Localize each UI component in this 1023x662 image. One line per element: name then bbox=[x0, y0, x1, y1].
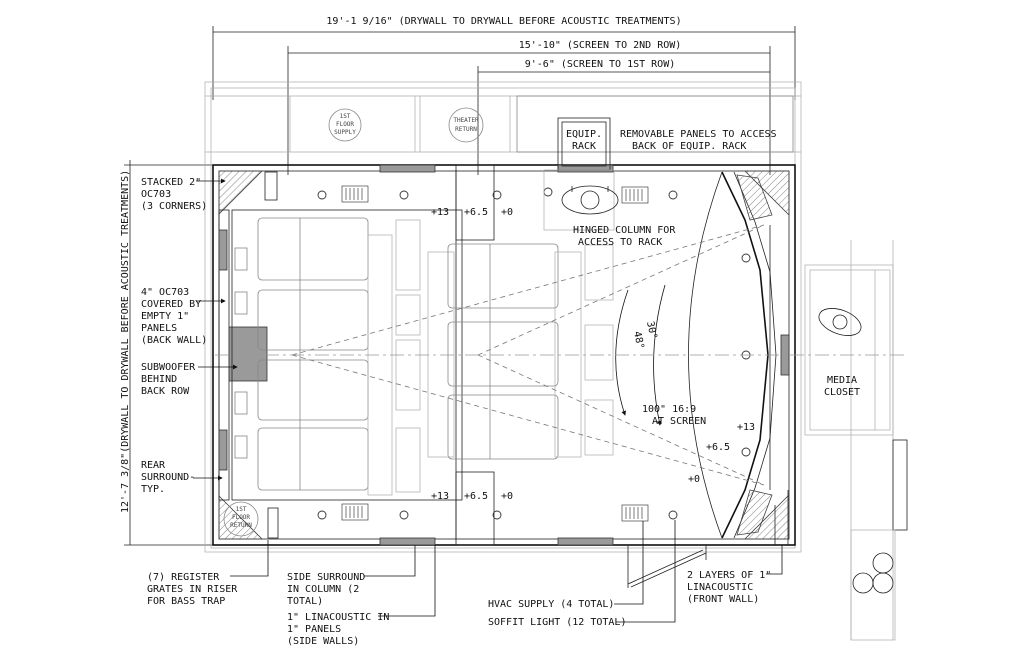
svg-text:COVERED BY: COVERED BY bbox=[141, 299, 201, 310]
svg-text:FOR BASS TRAP: FOR BASS TRAP bbox=[147, 596, 225, 607]
svg-text:SOFFIT LIGHT (12 TOTAL): SOFFIT LIGHT (12 TOTAL) bbox=[488, 617, 626, 628]
svg-text:(FRONT WALL): (FRONT WALL) bbox=[687, 594, 759, 605]
elev-plus13-bottom: +13 bbox=[431, 491, 449, 502]
dimension-second-row-label: 15'-10" (SCREEN TO 2ND ROW) bbox=[519, 40, 682, 51]
svg-text:(3 CORNERS): (3 CORNERS) bbox=[141, 201, 207, 212]
svg-text:1" PANELS: 1" PANELS bbox=[287, 624, 341, 635]
svg-text:1ST: 1ST bbox=[236, 506, 247, 513]
back-row-seats bbox=[234, 217, 421, 496]
elev-zero-top: +0 bbox=[501, 207, 513, 218]
dimension-overall-label: 19'-1 9/16" (DRYWALL TO DRYWALL BEFORE A… bbox=[326, 16, 681, 27]
note-hvac-supply: HVAC SUPPLY (4 TOTAL) bbox=[488, 521, 644, 610]
note-stacked: STACKED 2" OC703 (3 CORNERS) bbox=[141, 177, 226, 212]
dimension-overall: 19'-1 9/16" (DRYWALL TO DRYWALL BEFORE A… bbox=[212, 16, 796, 100]
svg-text:LINACOUSTIC: LINACOUSTIC bbox=[687, 582, 753, 593]
note-oc703-back: 4" OC703 COVERED BY EMPTY 1" PANELS (BAC… bbox=[141, 287, 226, 346]
soffit-lights bbox=[317, 187, 751, 520]
svg-text:PANELS: PANELS bbox=[141, 323, 177, 334]
elev-zero-bottom: +0 bbox=[501, 491, 513, 502]
equip-rack: EQUIP. RACK bbox=[543, 117, 619, 231]
svg-text:FLOOR: FLOOR bbox=[232, 514, 250, 521]
svg-text:TOTAL): TOTAL) bbox=[287, 596, 323, 607]
svg-text:RETURN: RETURN bbox=[230, 522, 252, 529]
screen-label-1: 100" 16:9 bbox=[642, 404, 696, 415]
note-linacoustic-front: 2 LAYERS OF 1" LINACOUSTIC (FRONT WALL) bbox=[687, 545, 783, 605]
subwoofer bbox=[228, 326, 268, 382]
svg-text:REAR: REAR bbox=[141, 460, 166, 471]
svg-text:GRATES IN RISER: GRATES IN RISER bbox=[147, 584, 238, 595]
svg-text:HVAC SUPPLY (4 TOTAL): HVAC SUPPLY (4 TOTAL) bbox=[488, 599, 614, 610]
svg-text:STACKED 2": STACKED 2" bbox=[141, 177, 201, 188]
dimension-first-row: 9'-6" (SCREEN TO 1ST ROW) bbox=[477, 59, 770, 175]
svg-text:1" LINACOUSTIC IN: 1" LINACOUSTIC IN bbox=[287, 612, 389, 623]
media-closet-label-1: MEDIA bbox=[827, 375, 857, 386]
note-soffit-light: SOFFIT LIGHT (12 TOTAL) bbox=[488, 520, 676, 628]
back-wall-panels bbox=[218, 209, 268, 501]
svg-text:TYP.: TYP. bbox=[141, 484, 165, 495]
dimension-first-row-label: 9'-6" (SCREEN TO 1ST ROW) bbox=[525, 59, 676, 70]
elev-zero-screen: +0 bbox=[688, 474, 700, 485]
note-removable-panels: REMOVABLE PANELS TO ACCESS BACK OF EQUIP… bbox=[620, 129, 777, 152]
dimension-vertical: 12'-7 3/8"(DRYWALL TO DRYWALL BEFORE ACO… bbox=[120, 160, 215, 546]
svg-text:SURROUND-: SURROUND- bbox=[141, 472, 195, 483]
equip-rack-label-2: RACK bbox=[572, 141, 596, 152]
svg-text:BACK ROW: BACK ROW bbox=[141, 386, 190, 397]
svg-text:BEHIND: BEHIND bbox=[141, 374, 177, 385]
hvac-registers bbox=[341, 185, 649, 522]
first-floor-return-vent: 1ST FLOOR RETURN bbox=[223, 501, 259, 537]
media-closet: MEDIA CLOSET bbox=[818, 308, 894, 594]
svg-text:SUPPLY: SUPPLY bbox=[334, 129, 356, 136]
dimension-vertical-label: 12'-7 3/8"(DRYWALL TO DRYWALL BEFORE ACO… bbox=[120, 170, 131, 513]
svg-text:(BACK WALL): (BACK WALL) bbox=[141, 335, 207, 346]
first-floor-supply-vent: 1ST FLOOR SUPPLY bbox=[328, 108, 362, 142]
theater-return-vent: THEATER RETURN bbox=[448, 107, 484, 143]
svg-text:SIDE SURROUND: SIDE SURROUND bbox=[287, 572, 365, 583]
viewing-angles: 48° 30° bbox=[291, 224, 765, 486]
svg-text:THEATER: THEATER bbox=[453, 117, 479, 124]
elev-plus6_5-bottom: +6.5 bbox=[464, 491, 488, 502]
angle-48-label: 48° bbox=[631, 330, 646, 350]
note-linacoustic-side: 1" LINACOUSTIC IN 1" PANELS (SIDE WALLS) bbox=[287, 545, 436, 647]
note-side-surround: SIDE SURROUND IN COLUMN (2 TOTAL) bbox=[287, 545, 416, 607]
svg-text:ACCESS TO RACK: ACCESS TO RACK bbox=[578, 237, 662, 248]
media-closet-label-2: CLOSET bbox=[824, 387, 860, 398]
equip-rack-label-1: EQUIP. bbox=[566, 129, 602, 140]
svg-text:RETURN: RETURN bbox=[455, 126, 477, 133]
doors bbox=[627, 490, 789, 588]
bass-trap-top-left bbox=[218, 170, 263, 215]
elev-plus6_5-screen: +6.5 bbox=[706, 442, 730, 453]
note-subwoofer: SUBWOOFER BEHIND BACK ROW bbox=[141, 362, 238, 397]
elevation-markers: +13 +6.5 +0 +13 +6.5 +0 +13 +6.5 +0 bbox=[431, 207, 755, 502]
svg-text:REMOVABLE PANELS TO ACCESS: REMOVABLE PANELS TO ACCESS bbox=[620, 129, 777, 140]
note-register-grates: (7) REGISTER GRATES IN RISER FOR BASS TR… bbox=[147, 540, 269, 607]
svg-text:HINGED COLUMN FOR: HINGED COLUMN FOR bbox=[573, 225, 676, 236]
svg-text:1ST: 1ST bbox=[340, 113, 351, 120]
svg-text:SUBWOOFER: SUBWOOFER bbox=[141, 362, 196, 373]
riser bbox=[231, 164, 495, 546]
elev-plus13-top: +13 bbox=[431, 207, 449, 218]
note-hinged-column: HINGED COLUMN FOR ACCESS TO RACK bbox=[573, 225, 676, 248]
angle-30-label: 30° bbox=[644, 320, 659, 340]
screen-label-2: AT SCREEN bbox=[652, 416, 706, 427]
svg-text:4" OC703: 4" OC703 bbox=[141, 287, 189, 298]
note-rear-surround: REAR SURROUND- TYP. bbox=[141, 460, 223, 495]
svg-text:2 LAYERS OF 1": 2 LAYERS OF 1" bbox=[687, 570, 771, 581]
dimension-second-row: 15'-10" (SCREEN TO 2ND ROW) bbox=[287, 40, 771, 175]
svg-text:EMPTY 1": EMPTY 1" bbox=[141, 311, 189, 322]
front-row-seats bbox=[427, 243, 614, 460]
svg-text:BACK OF EQUIP. RACK: BACK OF EQUIP. RACK bbox=[632, 141, 746, 152]
svg-text:OC703: OC703 bbox=[141, 189, 171, 200]
elev-plus13-screen: +13 bbox=[737, 422, 755, 433]
svg-text:(SIDE WALLS): (SIDE WALLS) bbox=[287, 636, 359, 647]
svg-text:(7) REGISTER: (7) REGISTER bbox=[147, 572, 220, 583]
svg-text:IN COLUMN (2: IN COLUMN (2 bbox=[287, 584, 359, 595]
elev-plus6_5-top: +6.5 bbox=[464, 207, 488, 218]
svg-text:FLOOR: FLOOR bbox=[336, 121, 354, 128]
